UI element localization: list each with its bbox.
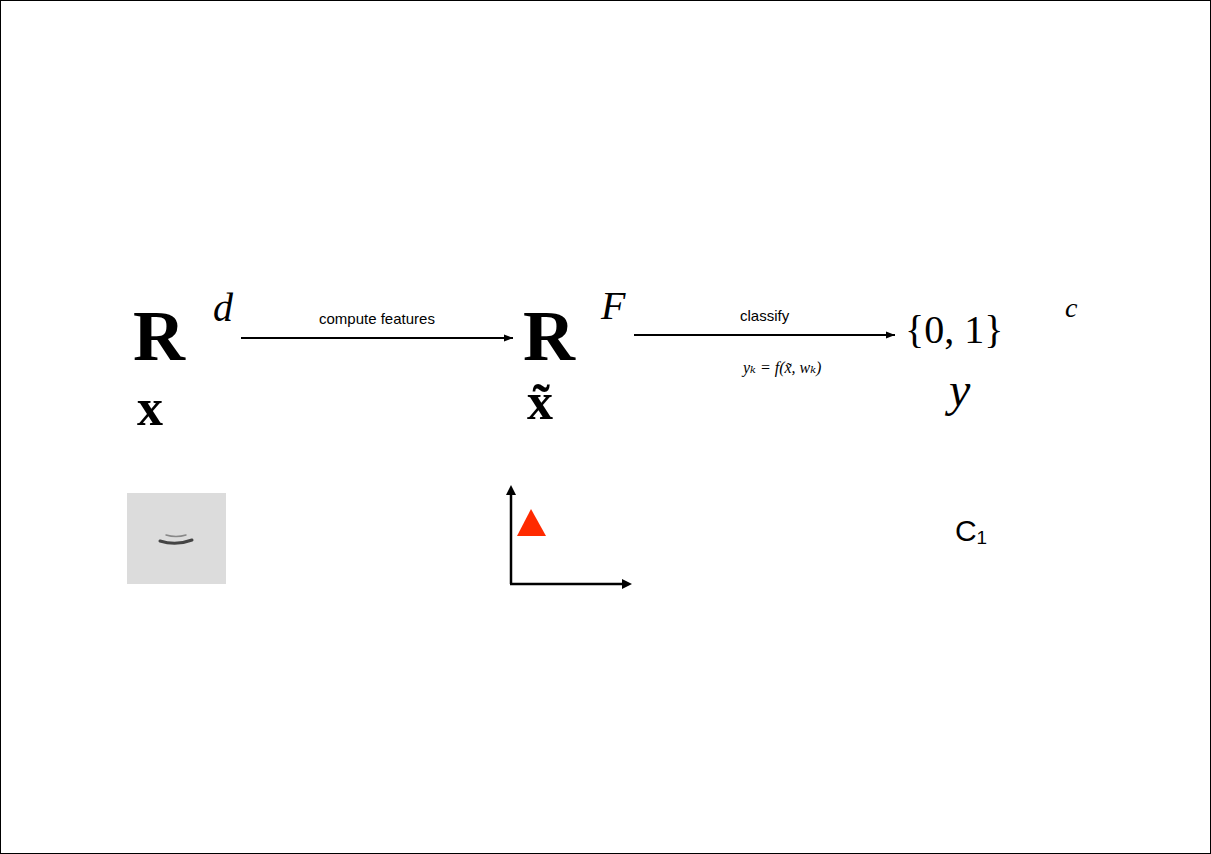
mapping-arrow xyxy=(634,334,895,336)
image-thumbnail xyxy=(127,493,226,584)
math-column: RFx̃ xyxy=(523,284,626,428)
math-column: Rd x xyxy=(133,284,233,434)
y-axis-head xyxy=(506,485,516,495)
vector-name: x̃ xyxy=(527,376,553,428)
mapping-arrow xyxy=(241,337,513,339)
math-column: {0, 1} c y xyxy=(905,284,1078,414)
variable-name: y xyxy=(949,366,970,414)
feature-axes xyxy=(506,485,632,589)
set-symbol: R xyxy=(133,300,185,372)
class-label: C₁ xyxy=(955,516,987,546)
dimension-superscript: F xyxy=(601,286,625,326)
x-axis-head xyxy=(622,579,632,589)
dimension-superscript: c xyxy=(1065,294,1077,322)
faint-mark xyxy=(166,535,186,537)
feature-point-triangle xyxy=(517,509,546,536)
thumbnail-ground xyxy=(127,493,226,584)
arrow-label: classify xyxy=(738,308,791,323)
label-set: {0, 1} xyxy=(905,310,1003,350)
y-axis xyxy=(510,492,513,584)
dimension-superscript: d xyxy=(213,288,233,328)
arrow-label: compute features xyxy=(317,311,437,326)
curved-mark xyxy=(160,540,192,543)
set-symbol: R xyxy=(523,300,575,372)
vector-name: x xyxy=(137,382,163,434)
classifier-formula: yₖ = f(x̃, wₖ) xyxy=(743,360,821,376)
x-axis xyxy=(510,583,624,586)
